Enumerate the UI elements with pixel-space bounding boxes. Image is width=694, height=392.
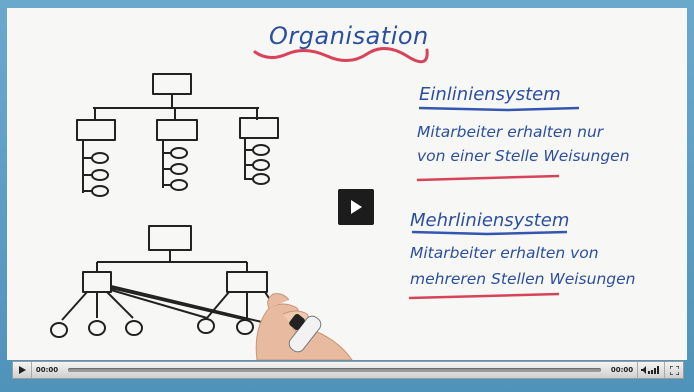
seek-bar[interactable] <box>68 368 601 372</box>
play-button[interactable] <box>13 362 32 378</box>
board-title: Organisation <box>269 22 429 50</box>
duration: 00:00 <box>610 366 634 374</box>
fullscreen-icon <box>669 365 679 375</box>
current-time: 00:00 <box>35 366 59 374</box>
volume-button[interactable] <box>637 362 664 378</box>
heading-einliniensystem: Einliniensystem <box>419 84 561 105</box>
description-line: Mitarbeiter erhalten nur <box>417 123 604 141</box>
volume-icon <box>641 366 659 374</box>
description-line: von einer Stelle Weisungen <box>417 147 630 165</box>
player-controls: 00:00 00:00 <box>12 361 684 379</box>
description-einliniensystem: Mitarbeiter erhalten nur von einer Stell… <box>417 120 677 168</box>
play-icon <box>351 200 362 214</box>
description-line: mehreren Stellen Weisungen <box>410 270 636 288</box>
video-area[interactable]: Organisation Einliniensystem Mitarbeiter… <box>7 8 687 360</box>
play-overlay-button[interactable] <box>338 189 374 225</box>
whiteboard-drawing <box>50 47 580 360</box>
description-line: Mitarbeiter erhalten von <box>410 244 599 262</box>
description-mehrliniensystem: Mitarbeiter erhalten von mehreren Stelle… <box>410 240 680 292</box>
heading-mehrliniensystem: Mehrliniensystem <box>410 210 570 231</box>
play-icon <box>18 366 26 374</box>
hand-illustration <box>255 293 353 360</box>
fullscreen-button[interactable] <box>664 362 683 378</box>
